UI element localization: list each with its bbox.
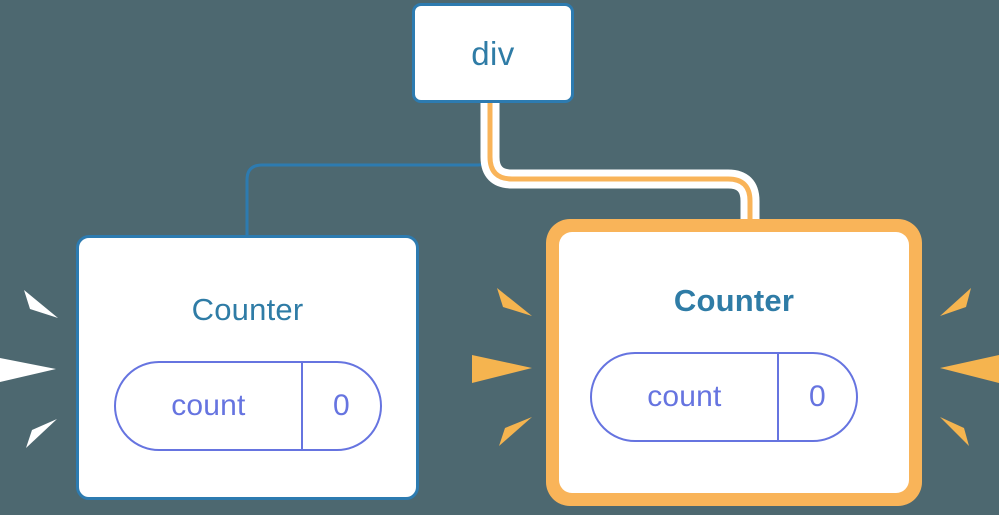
counter-left-body: Counter count 0 xyxy=(79,238,416,497)
state-value: 0 xyxy=(332,389,350,422)
state-value: 0 xyxy=(808,380,826,413)
node-counter-right[interactable]: Counter count 0 xyxy=(546,219,922,506)
counter-right-body: Counter count 0 xyxy=(559,232,909,493)
node-div[interactable]: div xyxy=(412,3,574,103)
node-counter-left-label: Counter xyxy=(191,292,304,327)
state-key: count xyxy=(116,363,303,449)
node-div-label: div xyxy=(471,34,515,72)
state-pill-counter-left[interactable]: count 0 xyxy=(114,361,382,451)
edge-div-to-counter-right-halo xyxy=(480,100,760,232)
edge-div-to-counter-left xyxy=(245,103,495,237)
node-counter-right-label: Counter xyxy=(673,283,795,318)
node-counter-right-inner: Counter count 0 xyxy=(559,232,909,493)
edge-div-to-counter-right xyxy=(487,100,753,232)
state-pill-counter-right[interactable]: count 0 xyxy=(590,352,858,442)
node-counter-left[interactable]: Counter count 0 xyxy=(76,235,419,500)
state-key: count xyxy=(592,354,779,440)
